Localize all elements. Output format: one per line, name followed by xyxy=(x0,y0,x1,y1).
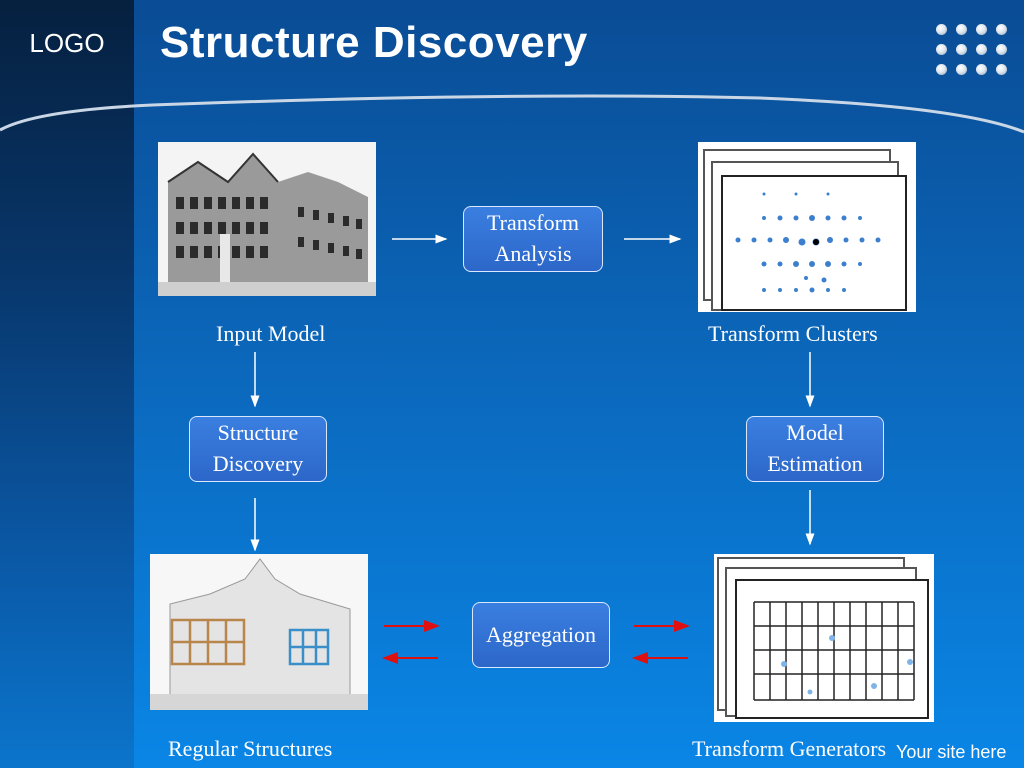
header-swoosh-line xyxy=(0,94,1024,134)
logo: LOGO xyxy=(29,28,105,58)
input-model-image xyxy=(158,142,376,296)
slide-title: Structure Discovery xyxy=(160,18,588,67)
node-model-estimation: Model Estimation xyxy=(746,416,884,482)
node-structure-discovery: Structure Discovery xyxy=(189,416,327,482)
transform-generators-image xyxy=(714,554,934,722)
node-transform-analysis: Transform Analysis xyxy=(463,206,603,272)
label-input-model: Input Model xyxy=(216,321,326,346)
label-regular-structures: Regular Structures xyxy=(168,736,333,761)
dots-grid-icon xyxy=(936,24,1008,76)
label-transform-clusters: Transform Clusters xyxy=(708,321,878,346)
transform-clusters-image xyxy=(698,142,916,312)
building-sketch-icon xyxy=(158,142,376,296)
label-transform-generators: Transform Generators xyxy=(692,736,887,761)
generator-grid-stack xyxy=(714,554,934,722)
cluster-plot-stack xyxy=(698,142,916,312)
left-sidebar-strip xyxy=(0,0,134,768)
regular-structures-image xyxy=(150,554,368,710)
building-grid-overlay xyxy=(150,554,368,710)
site-footer: Your site here xyxy=(896,742,1007,762)
node-aggregation: Aggregation xyxy=(472,602,610,668)
